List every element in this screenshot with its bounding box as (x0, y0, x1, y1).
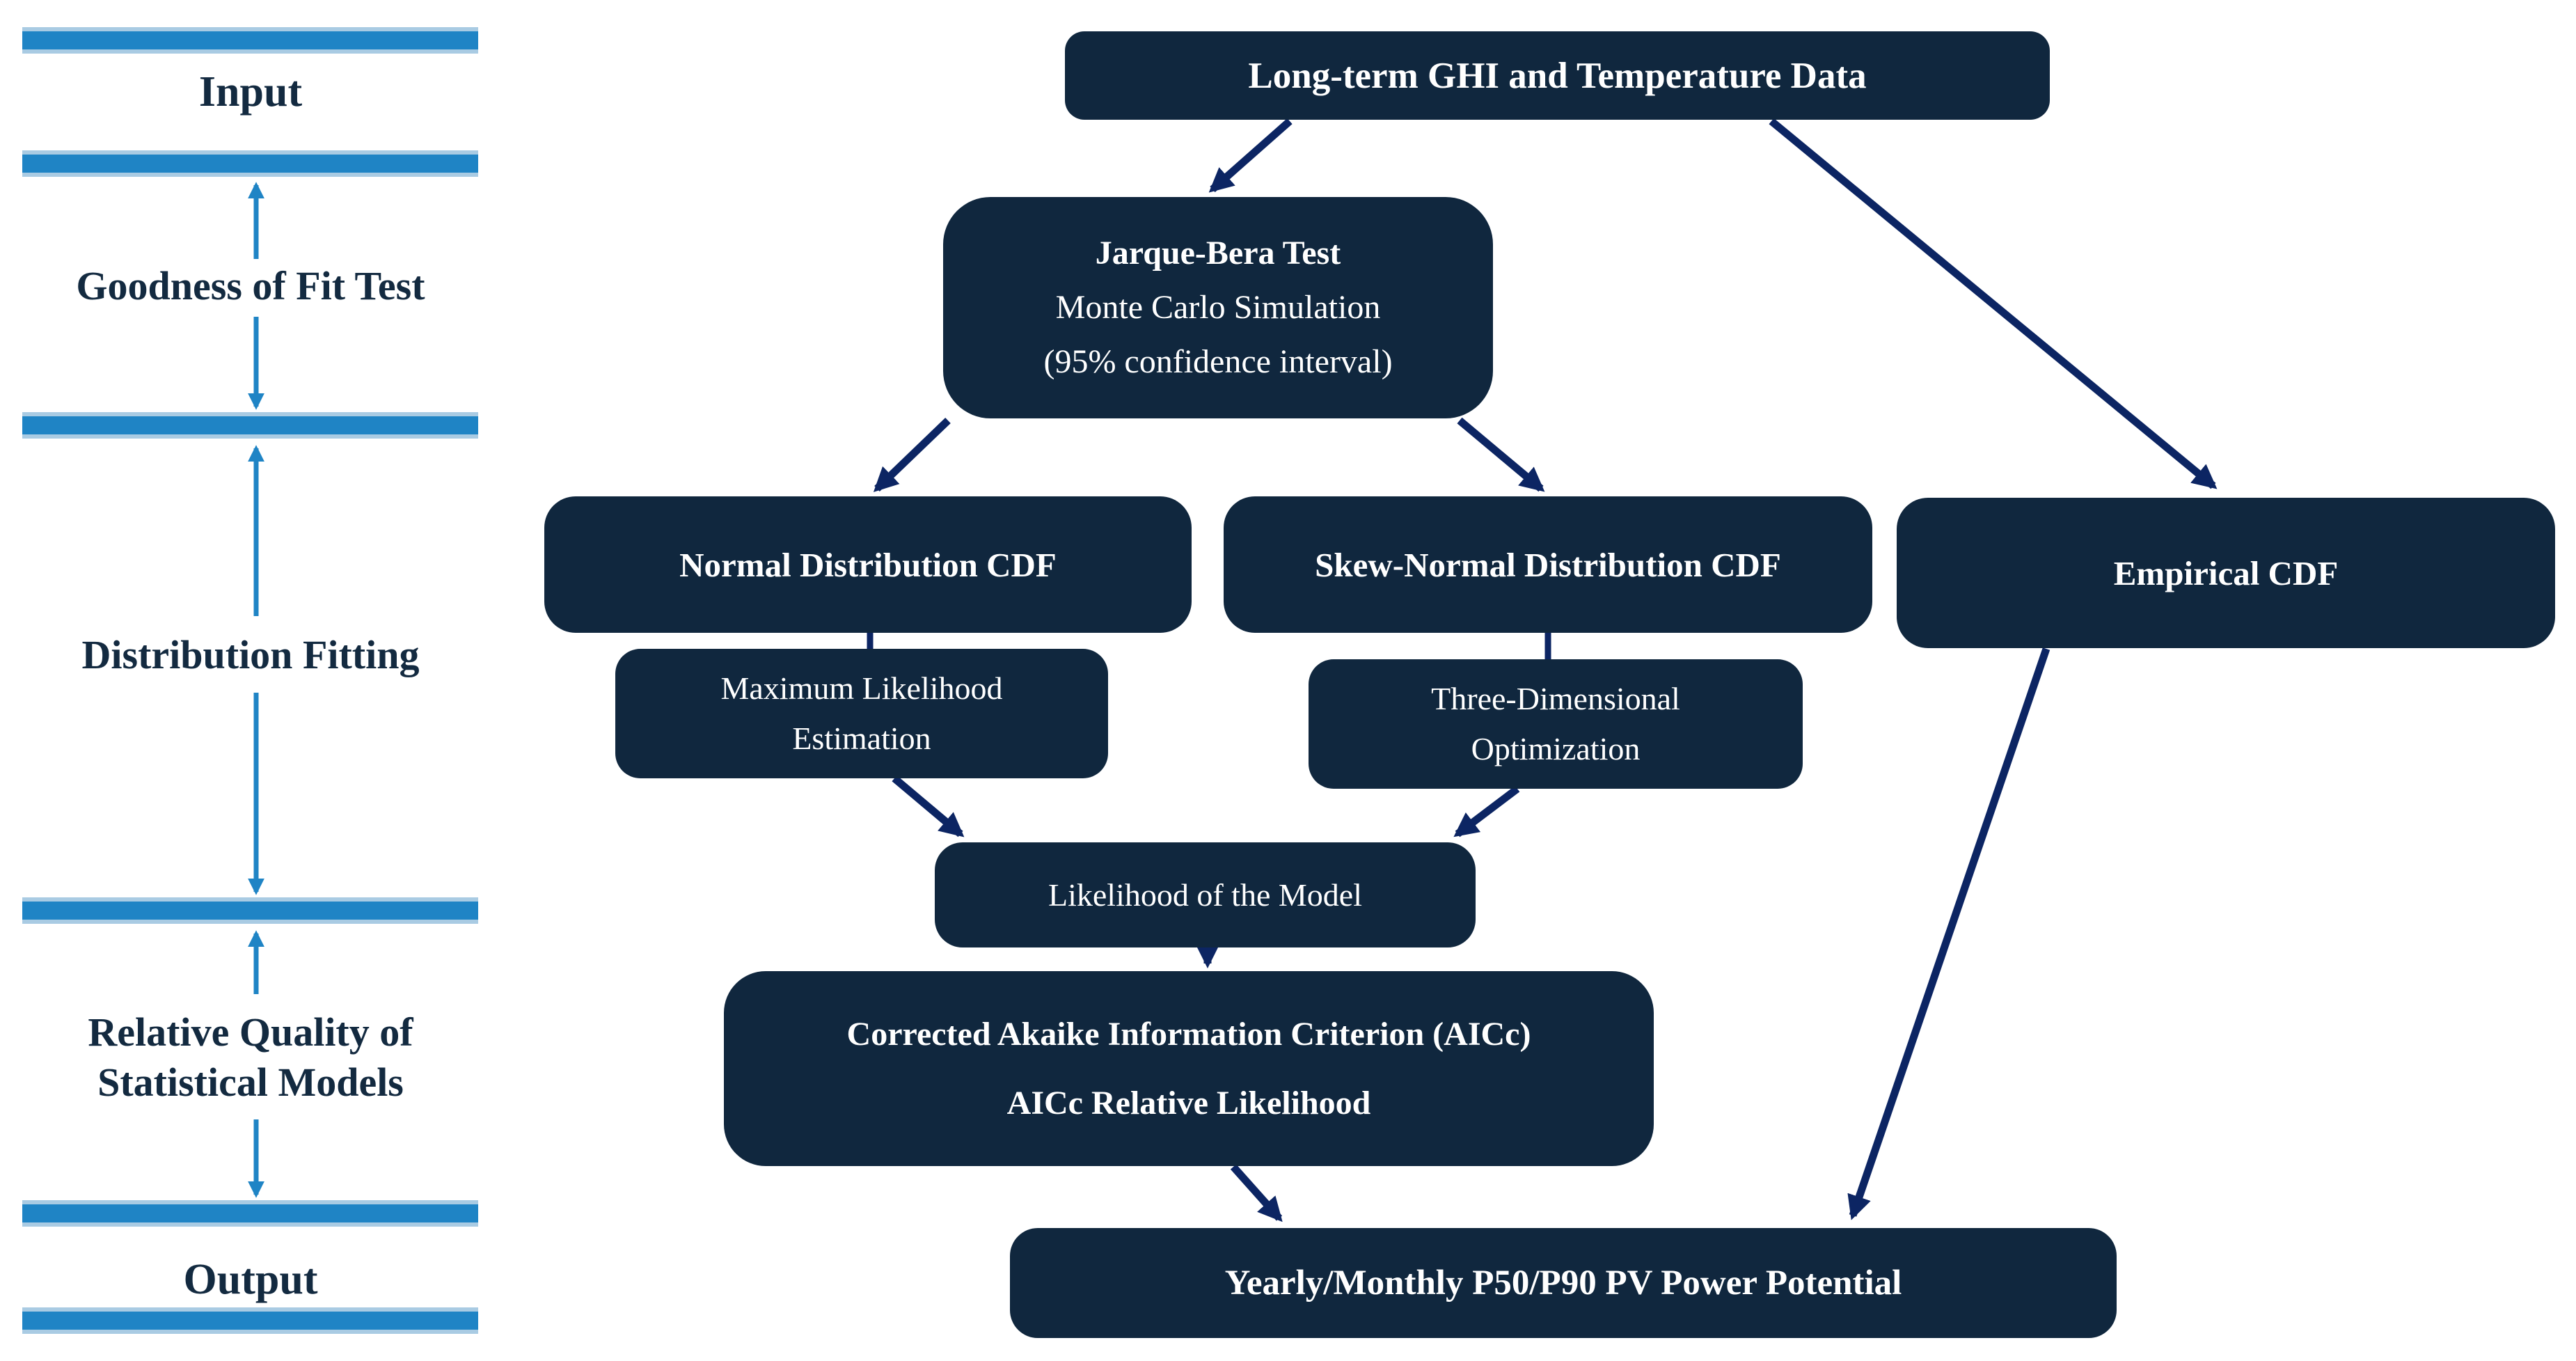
sidebar-divider-1 (22, 27, 478, 54)
sidebar-label-distribution-fitting: Distribution Fitting (81, 632, 420, 677)
node-empirical-cdf: Empirical CDF (1897, 498, 2555, 648)
node-output-label: Yearly/Monthly P50/P90 PV Power Potentia… (1224, 1264, 1902, 1303)
node-long-term-data: Long-term GHI and Temperature Data (1065, 31, 2050, 120)
arrow-aicc-to-output (1230, 1164, 1283, 1222)
arrow-data-to-empirical (1769, 118, 2218, 489)
sidebar-divider-5 (22, 1200, 478, 1227)
mle-line-1: Maximum Likelihood (720, 670, 1003, 706)
node-likelihood: Likelihood of the Model (935, 842, 1476, 947)
node-skew-normal-cdf: Skew-Normal Distribution CDF (1224, 496, 1872, 633)
sidebar-label-output: Output (183, 1256, 318, 1303)
node-skew-normal-cdf-label: Skew-Normal Distribution CDF (1315, 545, 1781, 584)
sidebar-divider-4 (22, 897, 478, 924)
jarque-bera-line-3: (95% confidence interval) (1043, 343, 1393, 380)
jarque-bera-line-1: Jarque-Bera Test (1095, 235, 1341, 272)
aicc-line-2: AICc Relative Likelihood (1006, 1085, 1371, 1122)
node-jarque-bera: Jarque-Bera Test Monte Carlo Simulation … (943, 197, 1493, 418)
node-normal-cdf: Normal Distribution CDF (544, 496, 1192, 633)
arrow-mle-to-likelihood (892, 775, 965, 837)
arrow-jb-to-skew (1457, 417, 1545, 492)
arrow-data-to-jb (1208, 118, 1293, 193)
relative-quality-line-1: Relative Quality of (88, 1009, 413, 1055)
sidebar-label-relative-quality: Relative Quality of Statistical Models (14, 1007, 487, 1108)
relative-quality-line-2: Statistical Models (97, 1060, 404, 1105)
mle-line-2: Estimation (792, 721, 931, 756)
node-three-dimensional-optimization: Three-Dimensional Optimization (1309, 659, 1803, 789)
node-aicc: Corrected Akaike Information Criterion (… (724, 971, 1654, 1166)
node-output: Yearly/Monthly P50/P90 PV Power Potentia… (1010, 1228, 2117, 1338)
node-empirical-cdf-label: Empirical CDF (2113, 553, 2339, 592)
sidebar-divider-3 (22, 412, 478, 439)
sidebar-label-input: Input (198, 68, 303, 116)
arrow-tdo-to-likelihood (1453, 785, 1520, 837)
node-normal-cdf-label: Normal Distribution CDF (679, 545, 1057, 584)
tdo-line-2: Optimization (1471, 731, 1641, 766)
aicc-line-1: Corrected Akaike Information Criterion (… (846, 1015, 1531, 1053)
node-long-term-data-label: Long-term GHI and Temperature Data (1248, 55, 1867, 96)
arrow-empirical-to-output (1847, 647, 2050, 1220)
arrow-jb-to-normal (873, 418, 951, 492)
node-likelihood-label: Likelihood of the Model (1048, 877, 1362, 913)
sidebar-label-goodness-of-fit: Goodness of Fit Test (76, 263, 425, 308)
tdo-line-1: Three-Dimensional (1431, 681, 1680, 716)
node-mle: Maximum Likelihood Estimation (615, 649, 1108, 778)
sidebar-divider-2 (22, 150, 478, 177)
sidebar-divider-6 (22, 1307, 478, 1334)
jarque-bera-line-2: Monte Carlo Simulation (1055, 289, 1381, 326)
